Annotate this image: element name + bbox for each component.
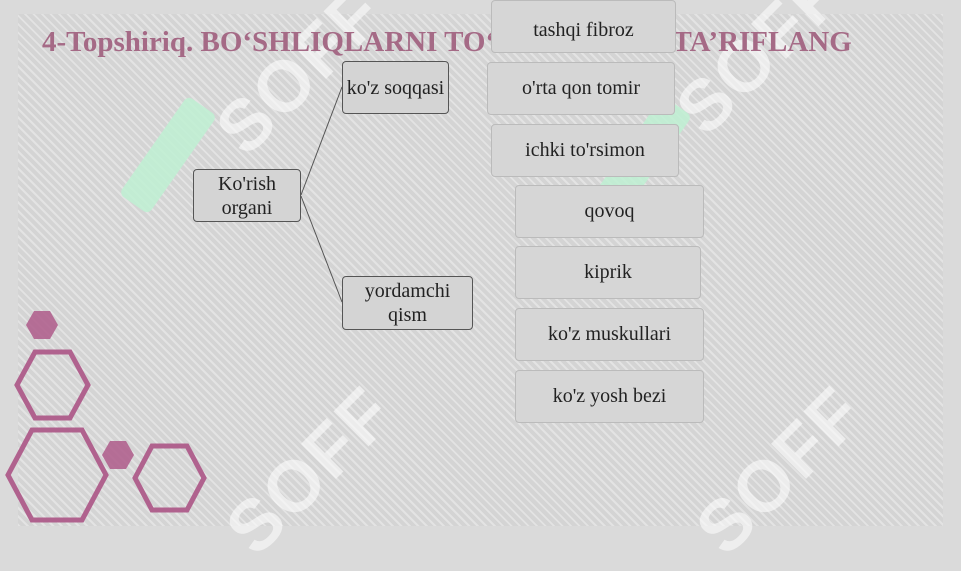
answer-option[interactable]: kiprik — [515, 246, 701, 299]
answer-option[interactable]: tashqi fibroz — [491, 0, 676, 53]
branch-node-label: yordamchi qism — [364, 280, 451, 326]
answer-option[interactable]: ichki to'rsimon — [491, 124, 679, 177]
hexagon-decoration — [5, 311, 207, 523]
answer-option[interactable]: qovoq — [515, 185, 704, 238]
branch-node-label: ko'z soqqasi — [346, 76, 445, 99]
answer-option[interactable]: o'rta qon tomir — [487, 62, 675, 115]
slide-background — [18, 14, 943, 526]
page-title: 4-Topshiriq. BO‘SHLIQLARNI TO‘LDIRING VA… — [42, 26, 852, 58]
answer-option[interactable]: ko'z muskullari — [515, 308, 704, 361]
branch-node-eyeball: ko'z soqqasi — [342, 61, 449, 114]
tree-connectors — [300, 86, 343, 303]
root-node: Ko'rish organi — [193, 169, 301, 222]
root-node-label: Ko'rish organi — [217, 172, 277, 219]
branch-node-auxiliary: yordamchi qism — [342, 276, 473, 330]
answer-option[interactable]: ko'z yosh bezi — [515, 370, 704, 423]
